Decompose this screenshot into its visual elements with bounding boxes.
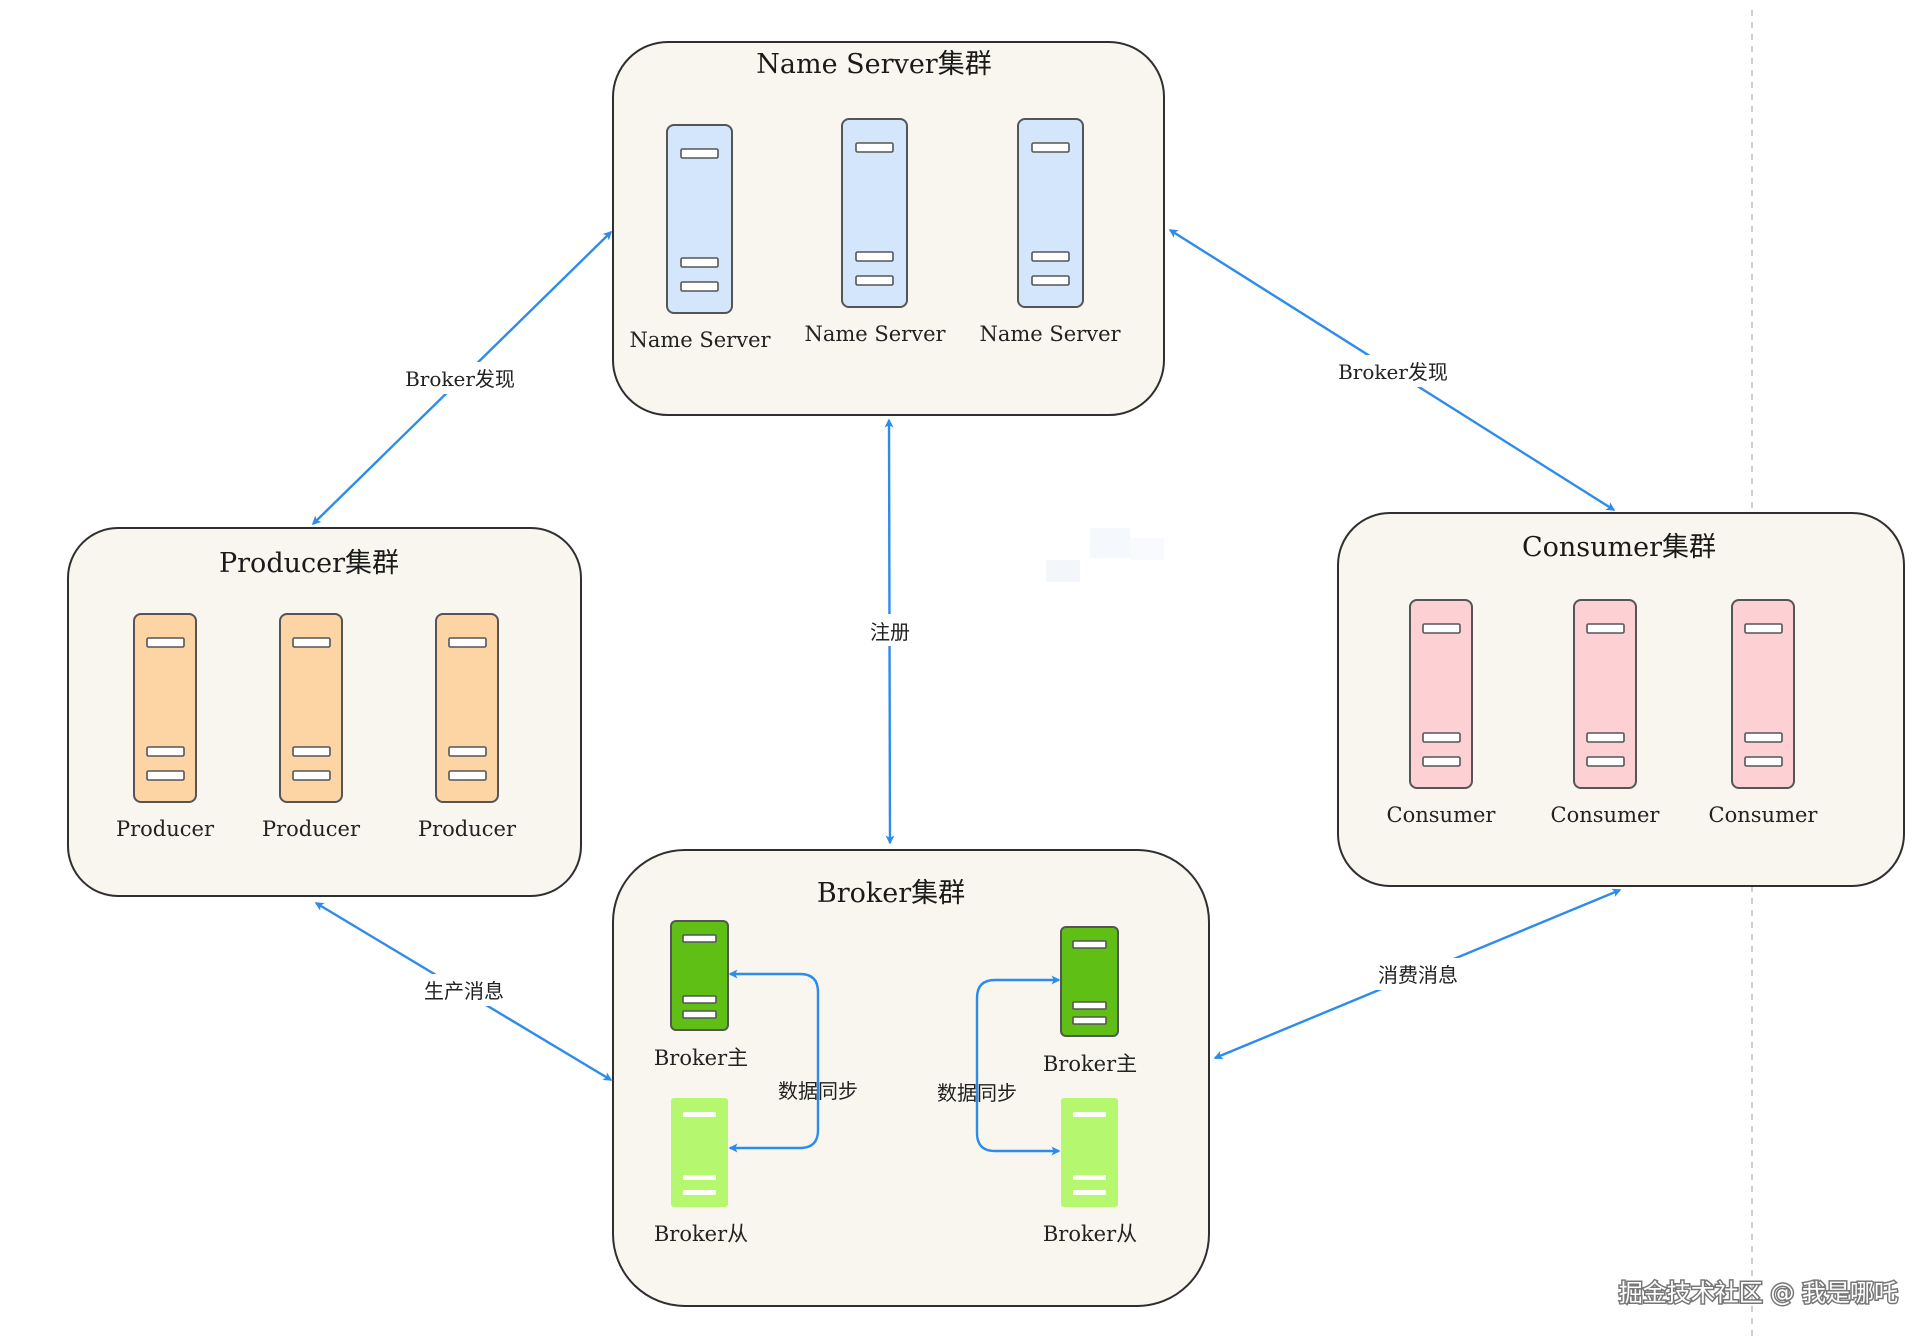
- consumer-node-3: Consumer: [1709, 599, 1819, 827]
- broker-right-slave-label: Broker从: [1043, 1222, 1137, 1246]
- edge-broker-nameserver: 注册: [862, 418, 918, 845]
- consumer-node-label: Consumer: [1387, 803, 1497, 827]
- producer-node-1: Producer: [116, 613, 215, 841]
- consumer-node-label: Consumer: [1551, 803, 1661, 827]
- producer-node-label: Producer: [116, 817, 215, 841]
- consumer-cluster: Consumer集群 Consumer Consumer Consumer: [1337, 512, 1905, 887]
- edge-consumer-broker: 消费消息: [1213, 888, 1622, 1060]
- edge-label: Broker发现: [1338, 360, 1448, 384]
- producer-node-label: Producer: [262, 817, 361, 841]
- producer-node-3: Producer: [418, 613, 517, 841]
- producer-cluster: Producer集群 Producer Producer Producer: [67, 527, 582, 897]
- watermark: 掘金技术社区 @ 我是哪吒: [1619, 1279, 1898, 1307]
- blur-artifact: [1046, 528, 1164, 582]
- nameserver-cluster: Name Server集群 Name Server Name Server Na…: [612, 41, 1165, 416]
- edge-label: 注册: [870, 620, 910, 644]
- broker-left-master-label: Broker主: [654, 1046, 748, 1070]
- producer-node-2: Producer: [262, 613, 361, 841]
- right-sync-label: 数据同步: [937, 1081, 1017, 1105]
- broker-cluster-title: Broker集群: [817, 878, 965, 909]
- left-sync-label: 数据同步: [778, 1079, 858, 1103]
- edge-consumer-nameserver: Broker发现: [1168, 228, 1616, 512]
- broker-right-slave: Broker从: [1043, 1098, 1137, 1246]
- nameserver-node-2: Name Server: [804, 118, 947, 346]
- edge-label: 消费消息: [1378, 963, 1458, 987]
- edge-label: 生产消息: [424, 979, 504, 1003]
- consumer-node-label: Consumer: [1709, 803, 1819, 827]
- right-sync-connector: [975, 975, 1061, 1156]
- consumer-cluster-title: Consumer集群: [1522, 532, 1716, 563]
- edge-producer-nameserver: Broker发现: [311, 230, 613, 526]
- nameserver-node-label: Name Server: [804, 322, 946, 346]
- broker-left-slave: Broker从: [654, 1098, 748, 1246]
- edge-label: Broker发现: [405, 367, 515, 391]
- broker-cluster: Broker集群 Broker主 Broker从 Broker主: [612, 849, 1210, 1307]
- nameserver-cluster-title: Name Server集群: [756, 49, 991, 80]
- edge-producer-broker: 生产消息: [314, 901, 613, 1082]
- nameserver-node-1: Name Server: [629, 124, 772, 352]
- nameserver-node-label: Name Server: [979, 322, 1121, 346]
- nameserver-node-label: Name Server: [629, 328, 771, 352]
- nameserver-node-3: Name Server: [979, 118, 1122, 346]
- left-sync-connector: [728, 969, 820, 1153]
- producer-cluster-title: Producer集群: [219, 548, 399, 579]
- producer-node-label: Producer: [418, 817, 517, 841]
- consumer-node-1: Consumer: [1387, 599, 1497, 827]
- broker-left-slave-label: Broker从: [654, 1222, 748, 1246]
- broker-right-master-label: Broker主: [1043, 1052, 1137, 1076]
- consumer-node-2: Consumer: [1551, 599, 1661, 827]
